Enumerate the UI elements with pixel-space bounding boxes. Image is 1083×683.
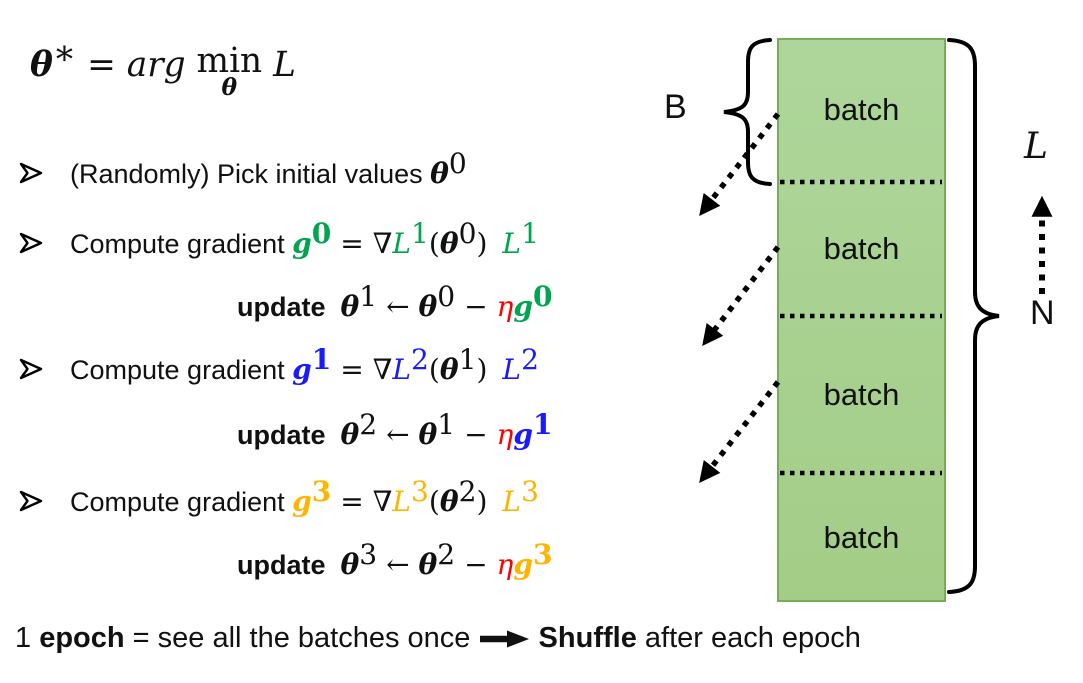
batch1-to-loss-arrow: [699, 112, 781, 216]
epoch-shuffle-note: 1 epoch = see all the batches once Shuff…: [15, 622, 861, 654]
batch-section-1-label: batch: [823, 92, 900, 127]
dataset-size-label: N: [1030, 294, 1055, 332]
batch-size-label: B: [664, 88, 687, 126]
batch-section-4-label: batch: [823, 519, 900, 555]
batch-section-2-label: batch: [823, 231, 900, 266]
step-compute-gradient-2-text: Compute gradient g1 = ∇L2(θ1) L2: [70, 343, 539, 386]
batch-size-brace: [723, 38, 772, 186]
arrow-right-icon: [478, 622, 530, 654]
dataset-size-brace: [947, 38, 1000, 594]
total-loss-label: L: [1024, 126, 1048, 167]
bullet-arrow-icon: [18, 356, 44, 390]
update-rule-3: update θ3 ← θ2 − ηg3: [237, 538, 553, 581]
batch-section-3-label: batch: [823, 376, 900, 412]
step-pick-initial-text: (Randomly) Pick initial values θ0: [70, 147, 467, 190]
bullet-arrow-icon: [18, 230, 44, 264]
update-rule-2: update θ2 ← θ1 − ηg1: [237, 408, 553, 451]
step-pick-initial: (Randomly) Pick initial values θ0: [18, 147, 467, 194]
batch3-to-loss-arrow: [699, 380, 781, 483]
step-compute-gradient-3: Compute gradient g3 = ∇L3(θ2) L3: [18, 475, 539, 522]
step-compute-gradient-3-text: Compute gradient g3 = ∇L3(θ2) L3: [70, 475, 539, 518]
bullet-arrow-icon: [18, 488, 44, 522]
step-compute-gradient-1: Compute gradient g0 = ∇L1(θ0) L1: [18, 217, 539, 264]
step-compute-gradient-1-text: Compute gradient g0 = ∇L1(θ0) L1: [70, 217, 539, 260]
bullet-arrow-icon: [18, 160, 44, 194]
batch2-to-loss-arrow: [702, 245, 781, 347]
step-compute-gradient-2: Compute gradient g1 = ∇L2(θ1) L2: [18, 343, 539, 390]
update-rule-1: update θ1 ← θ0 − ηg0: [237, 280, 553, 323]
